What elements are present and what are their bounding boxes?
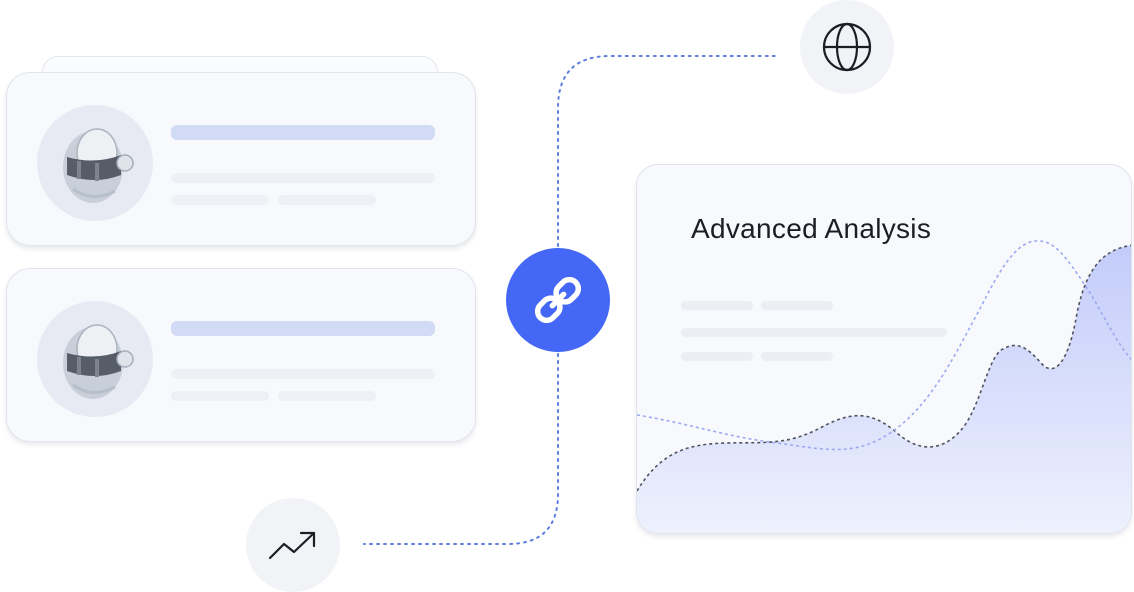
analysis-card[interactable]: Advanced Analysis (636, 164, 1132, 534)
text-placeholder (171, 173, 435, 183)
vr-headset-icon (37, 105, 153, 221)
text-placeholder-short (278, 195, 376, 205)
list-card[interactable] (6, 268, 476, 442)
globe-icon (822, 22, 872, 72)
globe-button[interactable] (800, 0, 894, 94)
text-placeholder-short (171, 391, 269, 401)
text-placeholder-short (278, 391, 376, 401)
area-fill (637, 245, 1131, 533)
trending-up-icon (268, 531, 316, 560)
vr-headset-icon (37, 301, 153, 417)
connector-top (557, 55, 777, 247)
title-placeholder (171, 125, 435, 140)
area-outline (637, 244, 1131, 492)
title-placeholder (171, 321, 435, 336)
text-placeholder-short (681, 301, 753, 310)
text-placeholder (171, 369, 435, 379)
text-placeholder (681, 328, 947, 337)
link-icon (534, 276, 582, 324)
text-placeholder-short (171, 195, 269, 205)
analysis-title: Advanced Analysis (691, 213, 932, 244)
link-hub-button[interactable] (506, 248, 610, 352)
trend-line (637, 240, 1131, 451)
text-placeholder-short (681, 352, 753, 361)
text-placeholder-short (761, 301, 833, 310)
connector-bottom (363, 353, 559, 545)
trend-button[interactable] (246, 498, 340, 592)
list-card[interactable] (6, 72, 476, 246)
text-placeholder-short (761, 352, 833, 361)
analysis-graph (637, 240, 1131, 533)
